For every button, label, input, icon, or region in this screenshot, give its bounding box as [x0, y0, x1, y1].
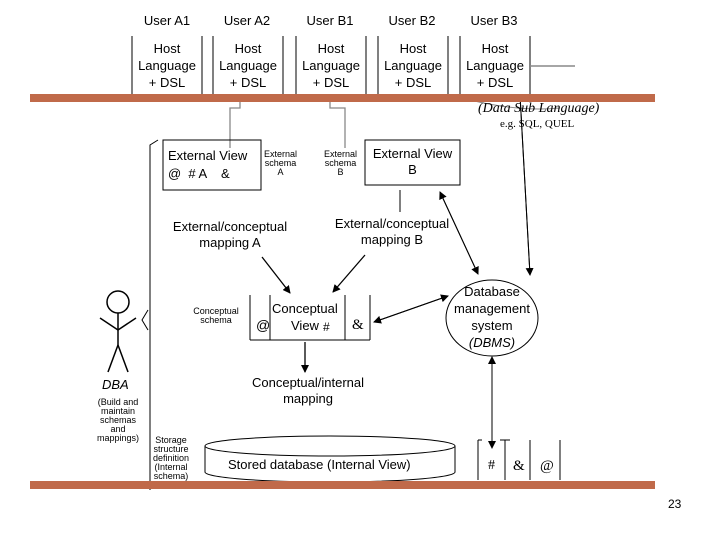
user-b3: User B3: [470, 13, 518, 28]
host-connector-lines: [131, 36, 531, 95]
dsl-label: (Data Sub Language): [478, 101, 600, 116]
user-a2: User A2: [223, 13, 271, 28]
conceptual-view-label: View: [291, 318, 319, 333]
conceptual-amp: &: [352, 317, 364, 333]
dsl-curve: [469, 99, 561, 110]
conceptual-view-box: [249, 295, 371, 341]
page-number: 23: [668, 497, 682, 511]
dba-label: DBA: [102, 377, 129, 392]
stored-database-cylinder: [204, 435, 456, 483]
view-connector-lines: [229, 100, 346, 148]
dba-arrow-hint: [141, 309, 149, 331]
conceptual-view-title: Conceptual: [272, 301, 338, 316]
user-b1: User B1: [306, 13, 354, 28]
arrow-map-a: [261, 256, 291, 294]
conceptual-hash: #: [323, 320, 330, 334]
conceptual-at: @: [256, 317, 271, 333]
external-view-a-title: External View: [168, 148, 248, 163]
user-a1: User A1: [143, 13, 191, 28]
dsl-example: e.g. SQL, QUEL: [500, 118, 575, 130]
arrow-map-b: [332, 254, 366, 293]
stored-database-label: Stored database (Internal View): [228, 457, 411, 472]
bottom-bar: [30, 481, 655, 489]
external-view-b-box: [364, 139, 461, 186]
db-symbol-hash: #: [488, 458, 495, 473]
db-symbol-at: @: [540, 458, 554, 474]
external-view-a-symbols: @ # A &: [168, 166, 230, 181]
db-symbol-amp: &: [513, 458, 525, 474]
top-bar: [30, 94, 655, 102]
dba-bracket: [149, 139, 159, 490]
dba-stick-figure: [99, 290, 137, 373]
user-b2: User B2: [388, 13, 436, 28]
db-record-box: [477, 439, 561, 480]
